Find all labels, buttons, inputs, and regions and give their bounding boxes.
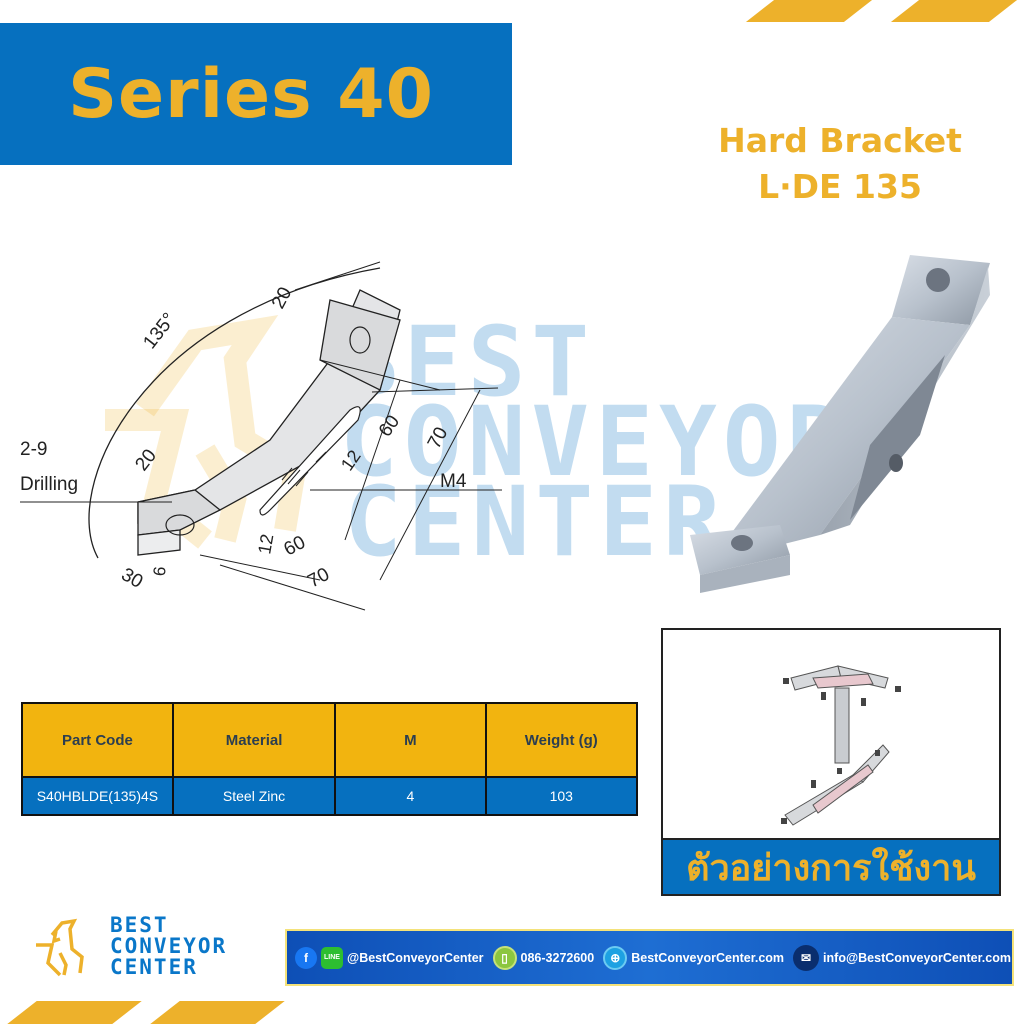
decor-stripe-top-1 bbox=[745, 0, 873, 22]
line-icon[interactable]: LINE bbox=[321, 946, 343, 969]
brand-logo: BEST CONVEYOR CENTER bbox=[30, 915, 290, 985]
dim-top-width: 20 bbox=[268, 284, 296, 313]
product-photo bbox=[690, 255, 990, 593]
contact-website[interactable]: ⊕ BestConveyorCenter.com bbox=[603, 945, 785, 970]
technical-drawing: 135° 20 20 2-9 Drilling M4 12 60 70 12 6… bbox=[20, 261, 502, 611]
drilling-label-line1: 2-9 bbox=[20, 439, 47, 460]
header-material: Material bbox=[171, 702, 337, 778]
product-name-line1: Hard Bracket bbox=[718, 121, 962, 160]
series-title: Series 40 bbox=[68, 54, 434, 134]
globe-icon: ⊕ bbox=[603, 945, 628, 970]
brand-logo-text: BEST CONVEYOR CENTER bbox=[110, 915, 227, 978]
social-handle[interactable]: @BestConveyorCenter bbox=[347, 950, 484, 965]
drilling-label-line2: Drilling bbox=[20, 474, 78, 495]
cell-weight: 103 bbox=[484, 776, 639, 816]
dim-inner-bottom: 60 bbox=[280, 532, 309, 560]
thread-label: M4 bbox=[440, 471, 467, 492]
usage-example-box: ตัวอย่างการใช้งาน bbox=[661, 628, 1001, 896]
usage-example-label: ตัวอย่างการใช้งาน bbox=[663, 838, 999, 894]
brand-line3: CENTER bbox=[110, 955, 198, 979]
table-row: S40HBLDE(135)4S Steel Zinc 4 103 bbox=[21, 776, 639, 816]
dim-outer-bottom: 70 bbox=[304, 564, 333, 592]
dim-thickness: 9 bbox=[149, 566, 169, 577]
cell-m: 4 bbox=[334, 776, 487, 816]
product-title: Hard Bracket L·DE 135 bbox=[690, 118, 990, 210]
spec-table-header-row: Part Code Material M Weight (g) bbox=[21, 702, 639, 778]
header-part-code: Part Code bbox=[21, 702, 174, 778]
decor-stripe-bottom-1 bbox=[7, 1001, 142, 1024]
header-m: M bbox=[334, 702, 487, 778]
decor-stripe-top-2 bbox=[890, 0, 1018, 22]
contact-bar: f LINE @BestConveyorCenter ▯ 086-3272600… bbox=[285, 929, 1014, 986]
brand-line1: BEST bbox=[110, 913, 169, 937]
website-link[interactable]: BestConveyorCenter.com bbox=[631, 950, 785, 965]
phone-number[interactable]: 086-3272600 bbox=[520, 950, 595, 965]
dim-outer-right: 70 bbox=[424, 424, 452, 453]
cell-material: Steel Zinc bbox=[171, 776, 337, 816]
dim-slot-right: 12 bbox=[337, 446, 365, 474]
brand-line2: CONVEYOR bbox=[110, 934, 228, 958]
dim-slot-bottom: 12 bbox=[254, 532, 277, 555]
contact-email[interactable]: ✉ info@BestConveyorCenter.com bbox=[793, 944, 1011, 971]
contact-social[interactable]: f LINE @BestConveyorCenter bbox=[295, 946, 484, 969]
email-link[interactable]: info@BestConveyorCenter.com bbox=[823, 950, 1011, 965]
cell-part-code: S40HBLDE(135)4S bbox=[21, 776, 174, 816]
decor-stripe-bottom-2 bbox=[150, 1001, 285, 1024]
dim-bottom-width: 20 bbox=[131, 445, 161, 475]
phone-icon: ▯ bbox=[492, 945, 517, 970]
spec-table: Part Code Material M Weight (g) S40HBLDE… bbox=[21, 702, 639, 816]
dim-base-width: 30 bbox=[118, 564, 147, 593]
angle-label: 135° bbox=[139, 309, 180, 353]
contact-phone[interactable]: ▯ 086-3272600 bbox=[492, 945, 595, 970]
product-name-line2: L·DE 135 bbox=[758, 167, 922, 206]
facebook-icon[interactable]: f bbox=[295, 946, 317, 969]
usage-example-illustration bbox=[781, 665, 901, 826]
header-weight: Weight (g) bbox=[484, 702, 639, 778]
dim-inner-right: 60 bbox=[375, 412, 404, 441]
series-banner: Series 40 bbox=[0, 23, 512, 165]
mail-icon: ✉ bbox=[793, 944, 820, 971]
brand-logo-icon bbox=[36, 918, 84, 977]
